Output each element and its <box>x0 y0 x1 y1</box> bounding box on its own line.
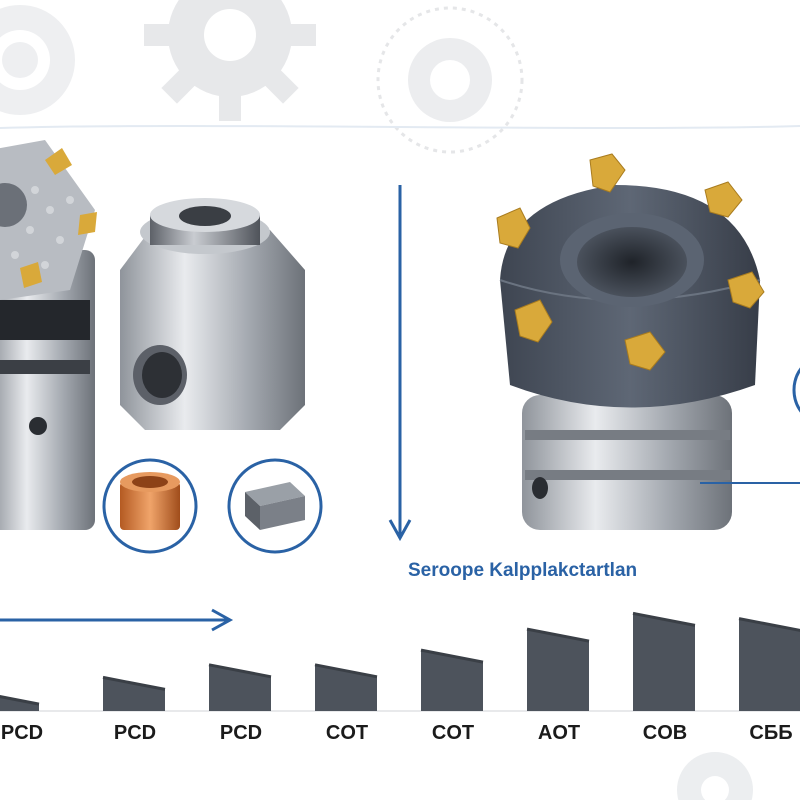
down-arrow <box>388 185 412 542</box>
steel-fitting <box>120 198 305 430</box>
copper-bushing-badge <box>102 458 198 554</box>
category-label: CББ <box>749 722 793 744</box>
category-label: PCD <box>219 722 263 744</box>
bar <box>0 696 39 711</box>
gear-icon <box>144 0 316 121</box>
face-mill-cutter <box>496 153 800 530</box>
category-label: COT <box>431 722 475 744</box>
right-arrow <box>0 608 234 632</box>
category-label: PCD <box>0 722 44 744</box>
category-label: PCD <box>113 722 157 744</box>
bar-top-edge <box>632 611 696 627</box>
bar-series <box>0 611 800 711</box>
bar <box>209 664 271 711</box>
carbide-block-badge <box>227 458 323 554</box>
bar-top-edge <box>526 627 590 643</box>
category-label: COT <box>325 722 369 744</box>
gear-icon <box>677 752 753 800</box>
gear-icon <box>0 5 75 115</box>
gear-icon <box>376 6 524 154</box>
bar-top-edge <box>102 675 166 691</box>
category-label: COB <box>642 722 688 744</box>
bar <box>527 629 589 711</box>
bar <box>739 618 800 711</box>
bar-top-edge <box>208 663 272 679</box>
bar <box>633 613 695 711</box>
bar <box>421 650 483 711</box>
bar-top-edge <box>0 695 40 706</box>
bar-top-edge <box>738 617 800 632</box>
spindle-tool <box>0 140 97 530</box>
caption-text: Seroope Kalpplakctartlan <box>408 560 638 581</box>
bar <box>315 664 377 711</box>
bar-top-edge <box>420 648 484 664</box>
bar-top-edge <box>314 663 378 679</box>
category-label: AOT <box>537 722 581 744</box>
bar <box>103 677 165 711</box>
